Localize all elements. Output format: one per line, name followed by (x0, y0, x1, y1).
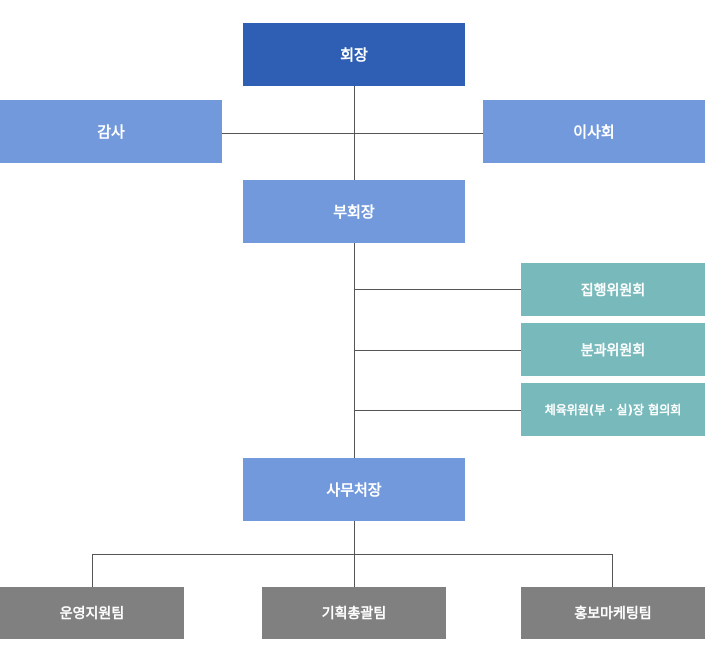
connector-team-3 (612, 554, 613, 587)
committee-label: 체육위원(부ㆍ실)장 협의회 (544, 403, 682, 417)
chairman-box: 회장 (243, 23, 465, 86)
team-label: 운영지원팀 (59, 606, 125, 622)
team-box-planning: 기획총괄팀 (262, 587, 446, 639)
board-box: 이사회 (483, 100, 705, 163)
team-label: 기획총괄팀 (321, 606, 387, 622)
connector-team-1 (92, 554, 93, 587)
team-box-marketing: 홍보마케팅팀 (521, 587, 705, 639)
connector-auditor-board (222, 133, 483, 134)
committee-box-subcommittee: 분과위원회 (521, 323, 705, 376)
secretary-general-box: 사무처장 (243, 458, 465, 521)
auditor-label: 감사 (97, 123, 125, 141)
connector-committee-3 (354, 410, 521, 411)
committee-label: 분과위원회 (580, 342, 646, 359)
team-label: 홍보마케팅팀 (574, 606, 652, 622)
connector-committee-1 (354, 289, 521, 290)
connector-committee-2 (354, 350, 521, 351)
team-box-operations: 운영지원팀 (0, 587, 184, 639)
vice-chairman-label: 부회장 (333, 203, 375, 221)
auditor-box: 감사 (0, 100, 222, 163)
chairman-label: 회장 (340, 46, 368, 64)
committee-label: 집행위원회 (580, 282, 646, 299)
connector-teams-horizontal (92, 554, 613, 555)
secretary-general-label: 사무처장 (326, 481, 382, 499)
board-label: 이사회 (573, 123, 615, 141)
committee-box-executive: 집행위원회 (521, 263, 705, 316)
vice-chairman-box: 부회장 (243, 180, 465, 243)
committee-box-sports-council: 체육위원(부ㆍ실)장 협의회 (521, 383, 705, 436)
